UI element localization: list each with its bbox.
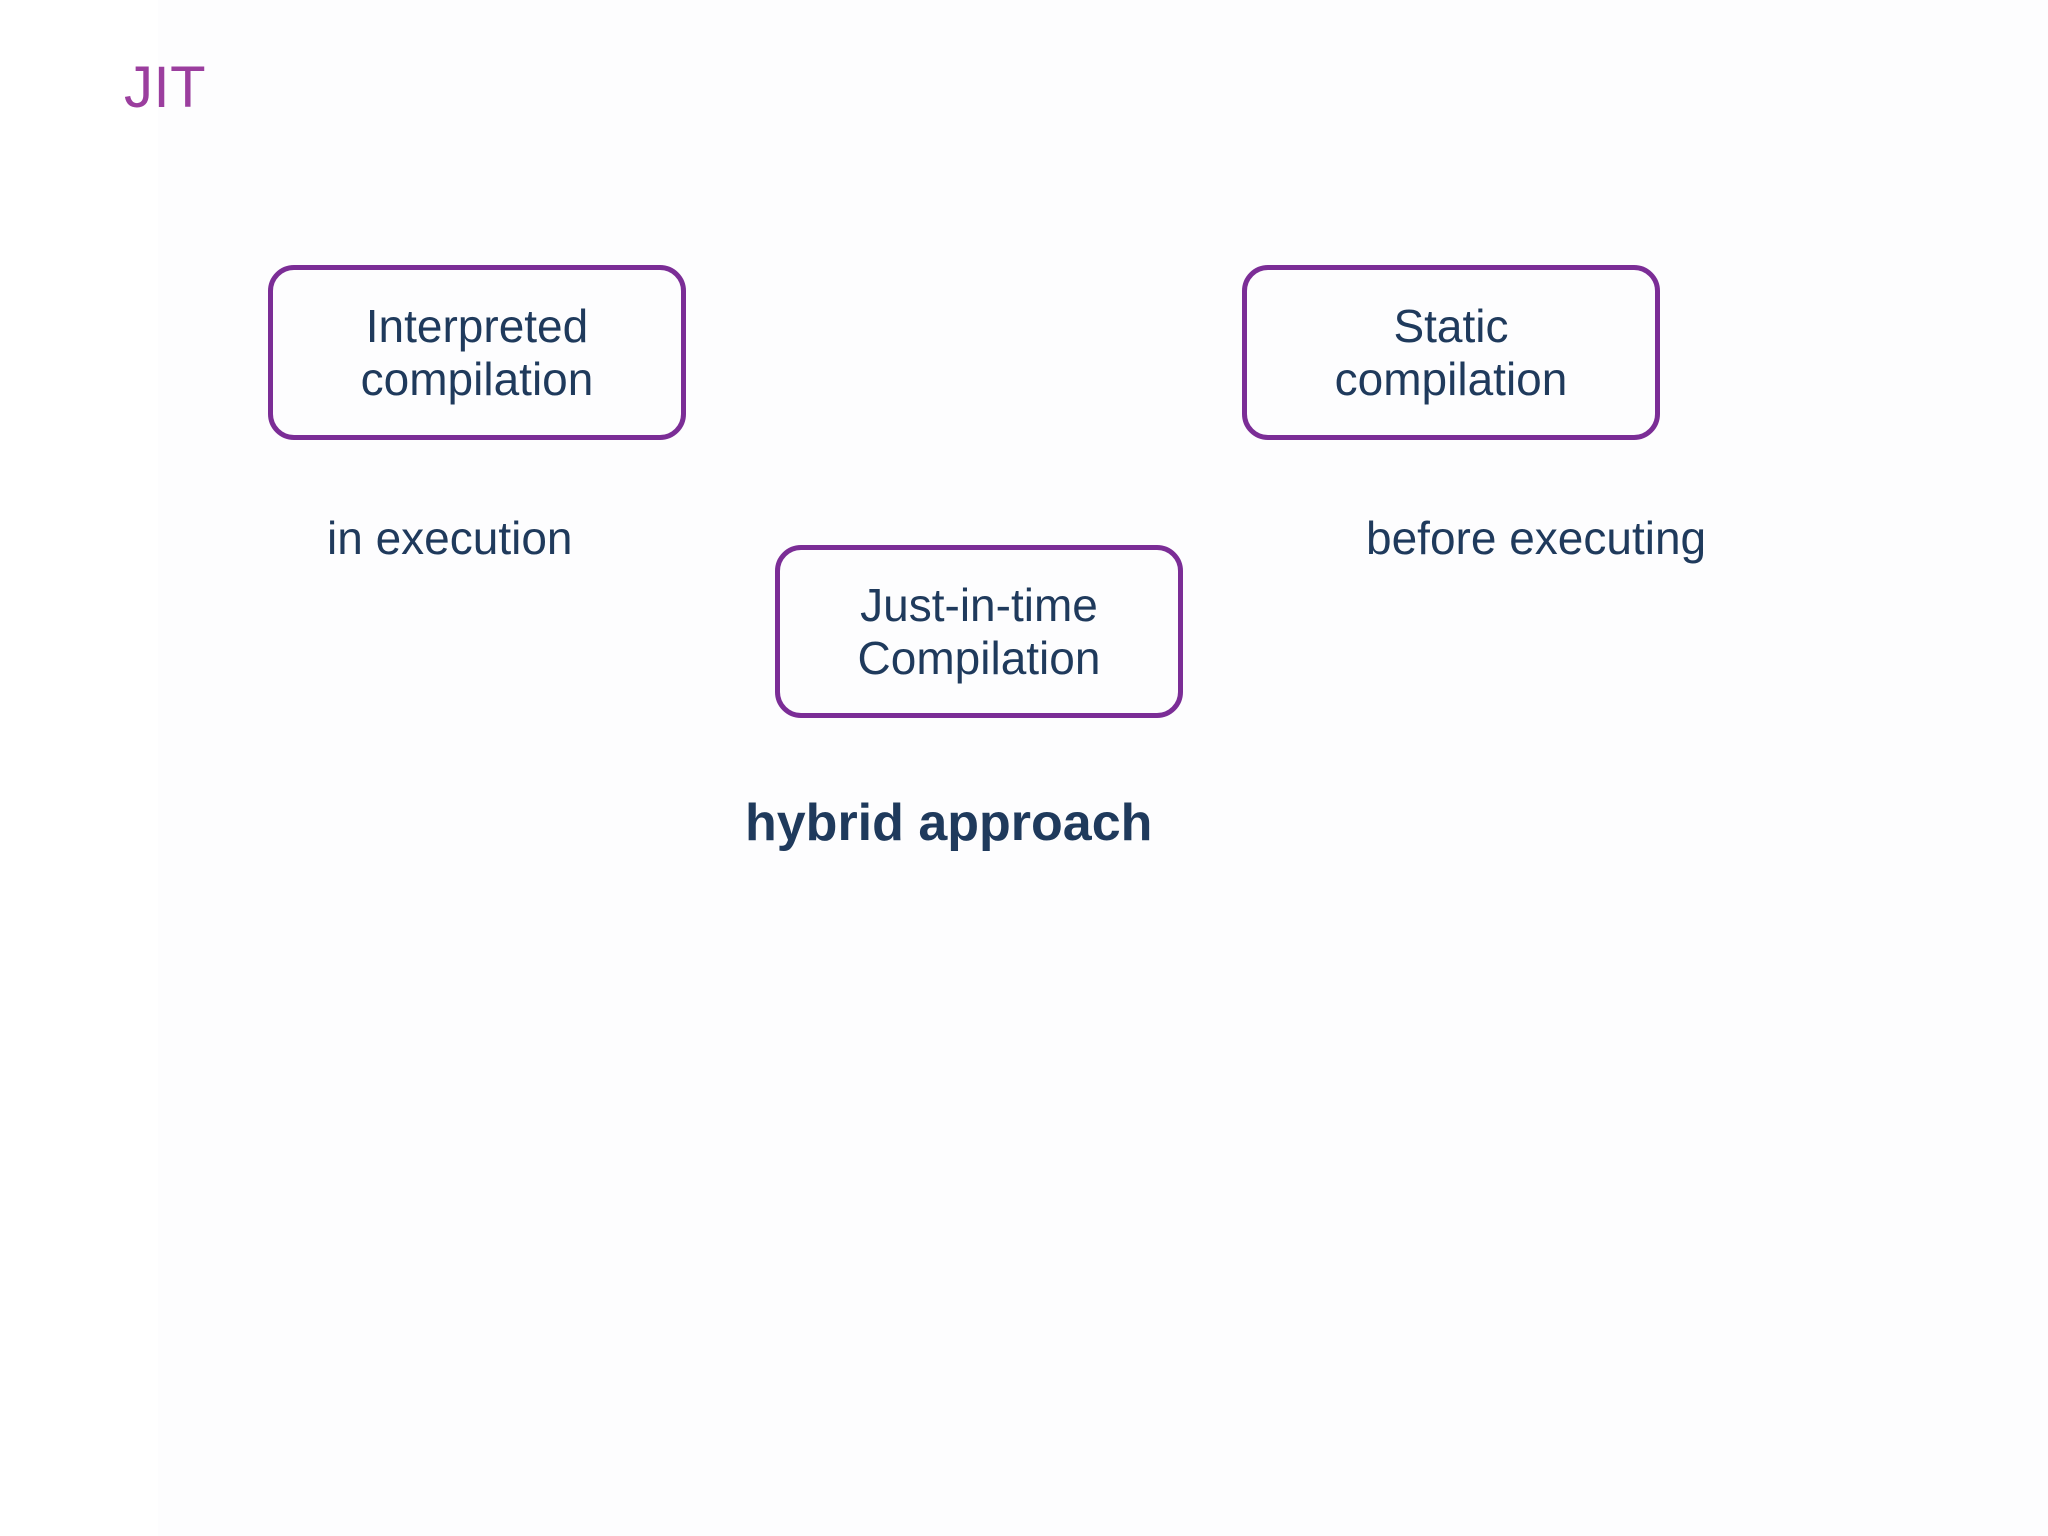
node-box-interpreted-compilation[interactable]: Interpreted compilation [268,265,686,440]
caption-before-executing: before executing [1366,512,1707,564]
page-title: JIT [124,55,207,120]
node-label-just-in-time-compilation: Just-in-time Compilation [857,579,1101,684]
caption-hybrid-approach: hybrid approach [745,794,1153,852]
node-label-interpreted-compilation: Interpreted compilation [360,300,594,405]
node-label-static-compilation: Static compilation [1334,300,1568,405]
node-box-just-in-time-compilation[interactable]: Just-in-time Compilation [775,545,1183,718]
slide-content-panel [158,0,2048,1536]
node-box-static-compilation[interactable]: Static compilation [1242,265,1660,440]
caption-in-execution: in execution [327,512,573,564]
